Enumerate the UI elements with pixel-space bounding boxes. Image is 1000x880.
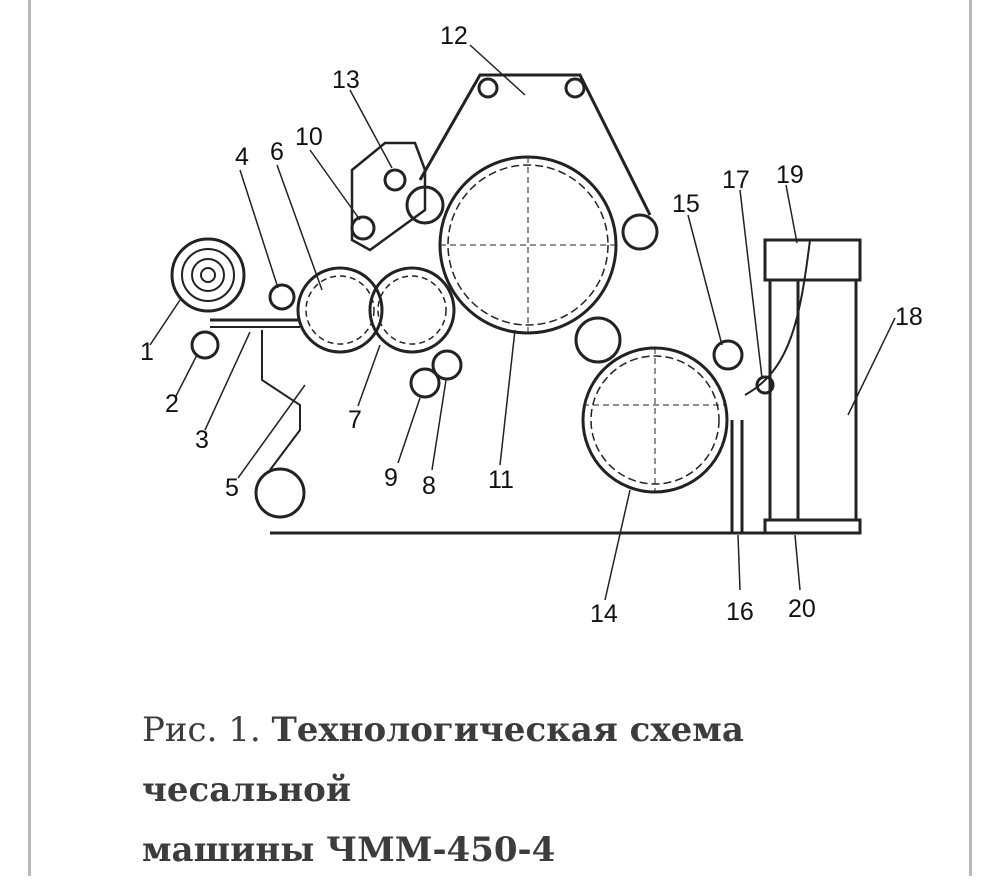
waste-roll bbox=[254, 467, 306, 519]
label-17: 17 bbox=[722, 166, 750, 194]
flats-bridge-12 bbox=[418, 73, 652, 216]
roll-flats-right bbox=[621, 213, 659, 251]
label-20: 20 bbox=[788, 595, 816, 623]
licker-in-7 bbox=[368, 266, 456, 354]
label-2: 2 bbox=[165, 390, 179, 418]
caption-title-line2: машины ЧММ-450-4 bbox=[142, 830, 556, 870]
label-16: 16 bbox=[726, 598, 754, 626]
label-8: 8 bbox=[422, 472, 436, 500]
stripping-roll-15 bbox=[712, 339, 744, 371]
flat-pulley-right bbox=[564, 77, 586, 99]
transfer-roll bbox=[574, 316, 622, 364]
guide-5 bbox=[261, 330, 301, 471]
figure-caption: Рис. 1. Технологическая схема чесальной … bbox=[142, 700, 962, 880]
can-plate-20 bbox=[763, 518, 862, 535]
roll-13 bbox=[383, 168, 407, 192]
roll-8 bbox=[431, 349, 463, 381]
can-18 bbox=[796, 278, 858, 522]
lap-roll bbox=[170, 237, 246, 313]
label-18: 18 bbox=[895, 303, 923, 331]
label-3: 3 bbox=[195, 426, 209, 454]
roll-9 bbox=[409, 367, 441, 399]
label-7: 7 bbox=[348, 406, 362, 434]
coiler-head-19 bbox=[763, 238, 862, 282]
label-12: 12 bbox=[440, 22, 468, 50]
carding-machine-diagram: 1 2 3 4 5 6 7 8 9 10 11 12 13 14 15 16 1… bbox=[140, 22, 923, 628]
label-14: 14 bbox=[590, 600, 618, 628]
roll-10 bbox=[350, 215, 376, 241]
label-6: 6 bbox=[270, 138, 284, 166]
label-19: 19 bbox=[776, 161, 804, 189]
caption-prefix: Рис. 1. bbox=[142, 710, 261, 750]
label-5: 5 bbox=[225, 474, 239, 502]
label-15: 15 bbox=[672, 190, 700, 218]
figure-frame bbox=[28, 0, 972, 876]
flat-pulley-left bbox=[477, 77, 499, 99]
feed-roller-4 bbox=[268, 283, 296, 311]
label-9: 9 bbox=[384, 464, 398, 492]
stripper-unit-13 bbox=[350, 141, 427, 252]
caption-title-line1: Технологическая схема чесальной bbox=[142, 710, 744, 810]
licker-in-6 bbox=[296, 266, 384, 354]
roll-upper bbox=[405, 185, 445, 225]
label-10: 10 bbox=[295, 123, 323, 151]
label-11: 11 bbox=[488, 466, 514, 494]
label-1: 1 bbox=[140, 338, 154, 366]
label-13: 13 bbox=[332, 66, 360, 94]
label-4: 4 bbox=[235, 143, 249, 171]
calender-17 bbox=[755, 375, 775, 395]
main-cylinder-11 bbox=[438, 155, 618, 335]
roll-2 bbox=[190, 330, 220, 360]
